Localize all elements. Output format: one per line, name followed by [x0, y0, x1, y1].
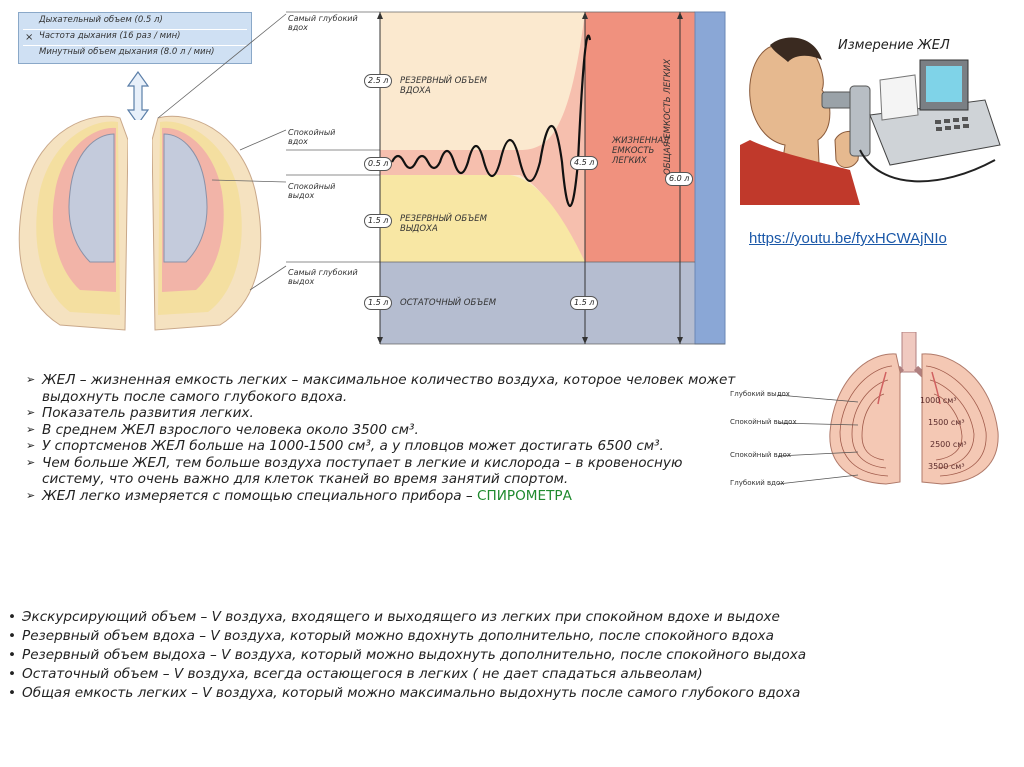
list-item: Экскурсирующий объем – V воздуха, входящ… [8, 608, 1018, 627]
label-calm-exhale: Спокойный выдох [288, 182, 348, 200]
double-arrow-icon [128, 72, 148, 124]
printout-paper [880, 75, 918, 120]
lungs2-volume-2500: 2500 см³ [930, 440, 967, 449]
lungs2-volume-3500: 3500 см³ [928, 462, 965, 471]
spirometer-screen [926, 66, 962, 102]
list-item: ЖЕЛ – жизненная емкость легких – максима… [26, 372, 746, 405]
zone-total-bg [695, 12, 725, 344]
lungs2-volume-1000: 1000 см³ [920, 396, 957, 405]
list-item: ЖЕЛ легко измеряется с помощью специальн… [26, 488, 746, 505]
label-deepest-inhale: Самый глубокий вдох [288, 14, 368, 32]
list-item: Показатель развития легких. [26, 405, 746, 422]
volume-definitions-list: Экскурсирующий объем – V воздуха, входящ… [8, 608, 1018, 703]
volume-irv: 2.5 л [364, 74, 392, 88]
trachea [902, 332, 916, 372]
list-item-text: ЖЕЛ легко измеряется с помощью специальн… [42, 488, 477, 504]
list-item: Общая емкость легких – V воздуха, которы… [8, 684, 1018, 703]
volume-residual: 1.5 л [364, 296, 392, 310]
label-calm-inhale: Спокойный вдох [288, 128, 348, 146]
sensor-handle [850, 86, 870, 156]
spirometer-highlight: СПИРОМЕТРА [477, 488, 572, 504]
volume-tidal: 0.5 л [364, 157, 392, 171]
vc-description-list: ЖЕЛ – жизненная емкость легких – максима… [26, 372, 746, 504]
list-item: В среднем ЖЕЛ взрослого человека около 3… [26, 422, 746, 439]
zone-total-label: ОБЩАЯ ЕМКОСТЬ ЛЕГКИХ [663, 45, 673, 175]
measurement-title: Измерение ЖЕЛ [838, 38, 950, 53]
list-item: Резервный объем выдоха – V воздуха, кото… [8, 646, 1018, 665]
lungs2-volume-1500: 1500 см³ [928, 418, 965, 427]
list-item: Остаточный объем – V воздуха, всегда ост… [8, 665, 1018, 684]
zone-erv-label: РЕЗЕРВНЫЙ ОБЪЕМ ВЫДОХА [400, 214, 510, 234]
youtube-link[interactable]: https://youtu.be/fyxHCWAjNIo [749, 230, 947, 247]
label-deepest-exhale: Самый глубокий выдох [288, 268, 368, 286]
list-item: У спортсменов ЖЕЛ больше на 1000-1500 см… [26, 438, 702, 455]
volume-vc: 4.5 л [570, 156, 598, 170]
volume-residual-right: 1.5 л [570, 296, 598, 310]
volume-erv: 1.5 л [364, 214, 392, 228]
list-item: Чем больше ЖЕЛ, тем больше воздуха посту… [26, 455, 742, 488]
zone-irv-label: РЕЗЕРВНЫЙ ОБЪЕМ ВДОХА [400, 76, 510, 96]
list-item: Резервный объем вдоха – V воздуха, котор… [8, 627, 1018, 646]
zone-residual-label: ОСТАТОЧНЫЙ ОБЪЕМ [400, 298, 540, 308]
